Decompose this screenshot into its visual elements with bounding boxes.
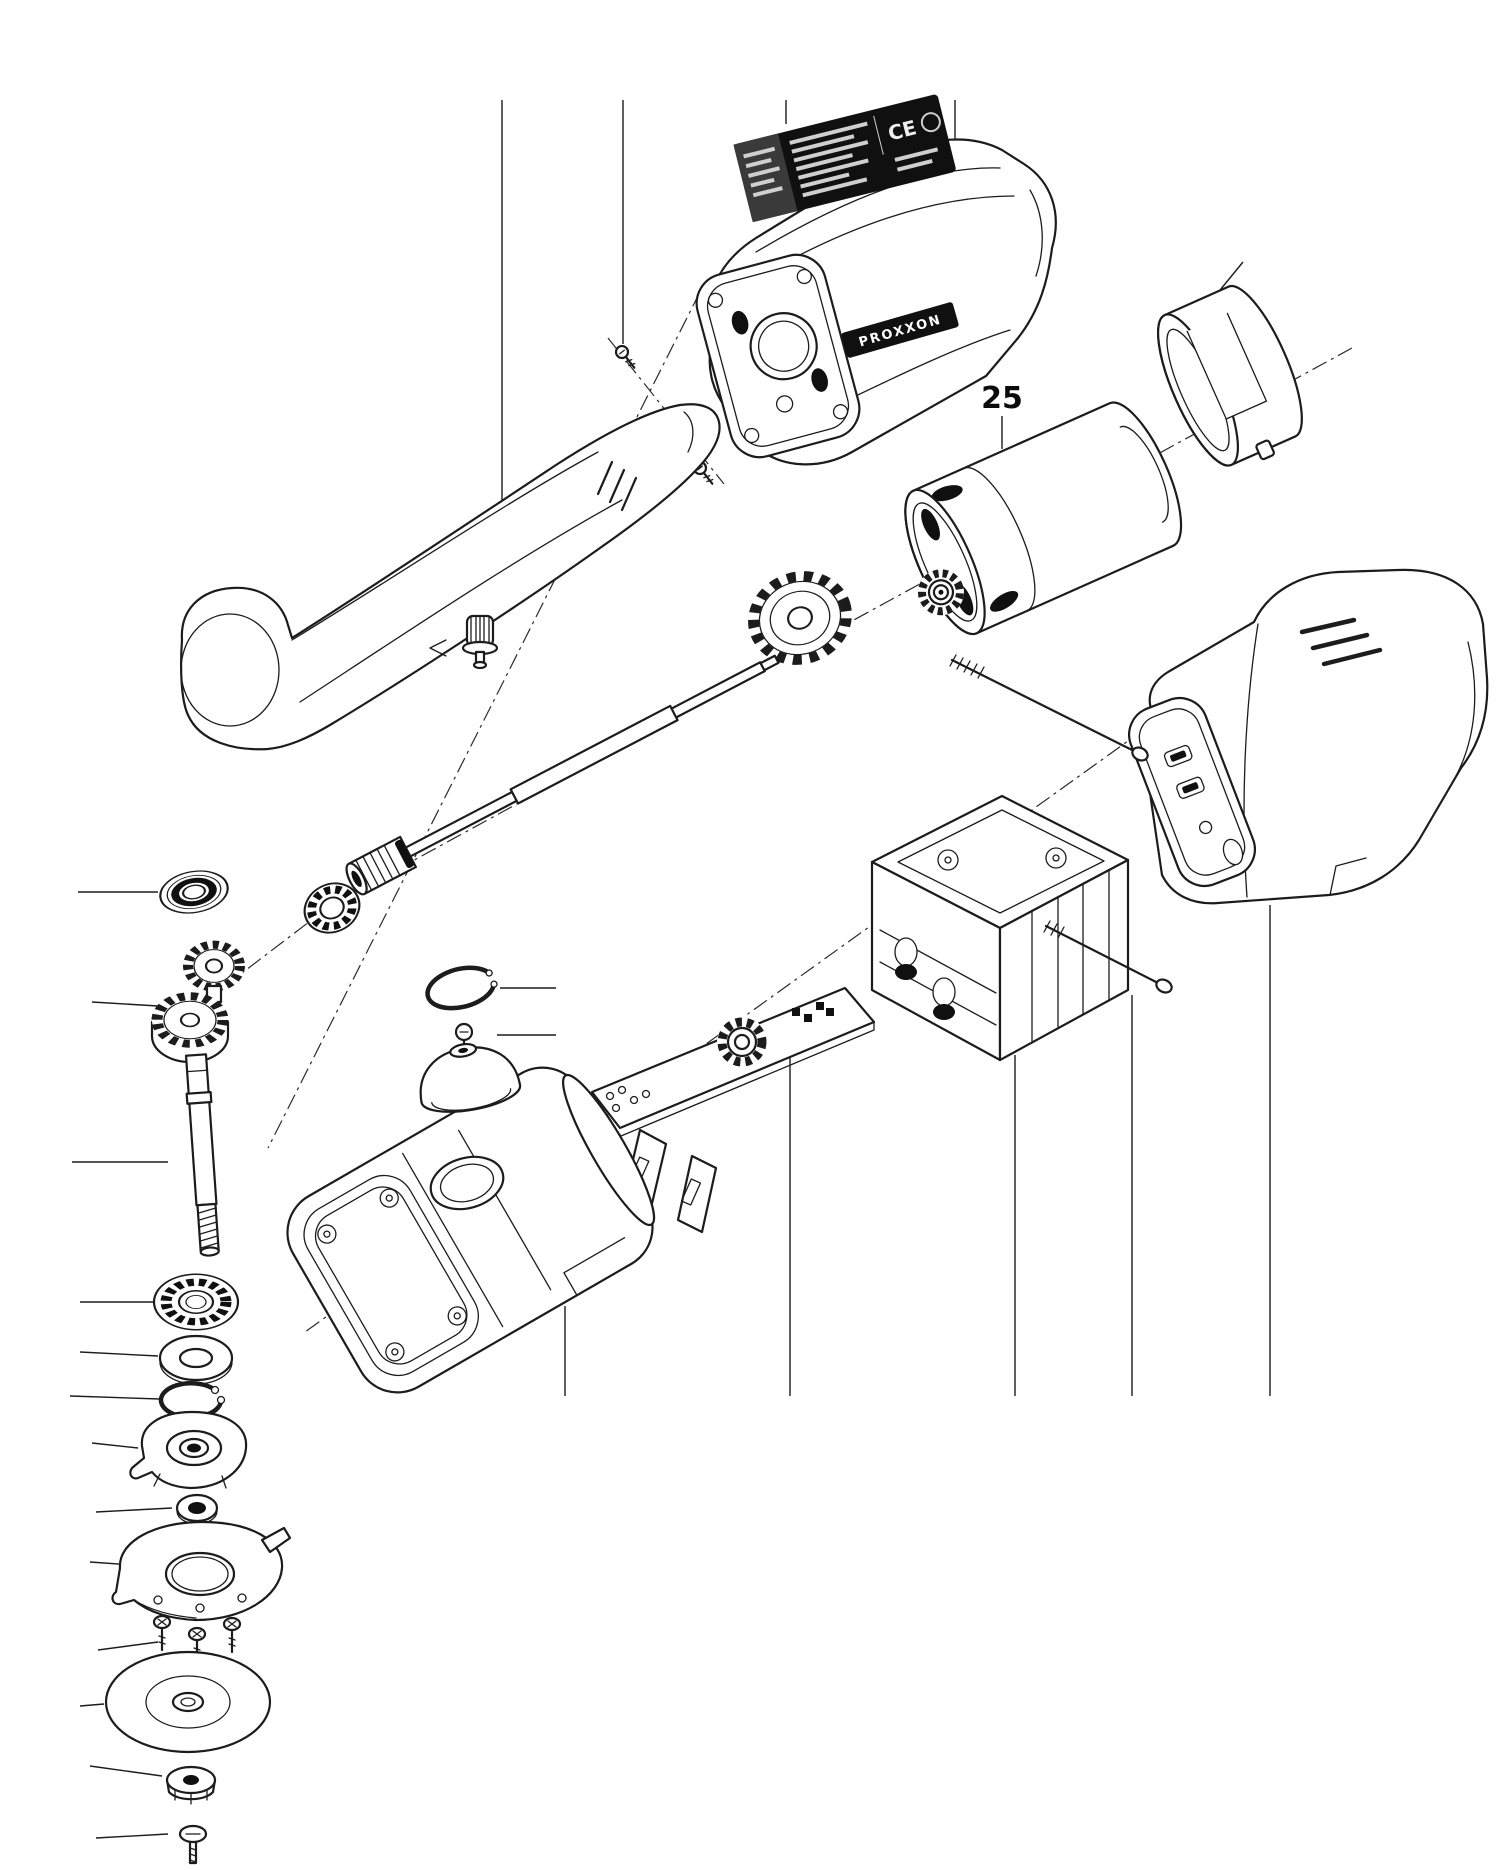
fan-gear	[748, 571, 852, 665]
grinding-disc	[104, 1650, 272, 1754]
spindle-flange	[129, 1410, 248, 1490]
bevel-pinion-gear	[183, 940, 245, 1004]
bevel-crown-gear	[150, 992, 230, 1064]
part-number-25: 25	[981, 381, 1023, 416]
washer	[158, 1334, 234, 1385]
spindle-bearing	[152, 1273, 240, 1331]
bearing-cap	[419, 1043, 522, 1113]
motor-pinion	[917, 569, 964, 616]
pointer-arrow	[429, 639, 447, 657]
depth-stop-knob	[461, 614, 499, 670]
assembly-screw-long-2	[1043, 920, 1173, 994]
callout-lines	[69, 100, 1271, 1839]
coupling-nut	[345, 835, 417, 896]
angle-handle-housing	[180, 403, 721, 751]
lower-gear-housing	[286, 1066, 656, 1394]
upper-motor-housing: PROXXON	[695, 138, 1057, 466]
rating-label: CE	[733, 94, 956, 223]
flange-bushing	[175, 1493, 219, 1525]
assembly-screw-long-1	[949, 654, 1149, 762]
gear-spindle	[184, 1053, 220, 1257]
motor-mount-frame	[870, 794, 1130, 1062]
drive-shaft	[345, 654, 780, 896]
rear-housing	[1128, 568, 1489, 905]
housing-screw-small-1	[614, 344, 636, 369]
mounting-screws	[152, 1614, 242, 1664]
guard-plate	[111, 1520, 292, 1622]
snap-ring	[425, 965, 498, 1011]
motor-end-cap	[1156, 284, 1303, 467]
pcb-gear	[717, 1017, 767, 1067]
motor	[904, 401, 1183, 636]
shaft-bearing	[303, 882, 361, 934]
neck-bushing	[159, 870, 229, 914]
disc-flange-nut	[165, 1765, 217, 1805]
disc-screw	[178, 1824, 208, 1865]
